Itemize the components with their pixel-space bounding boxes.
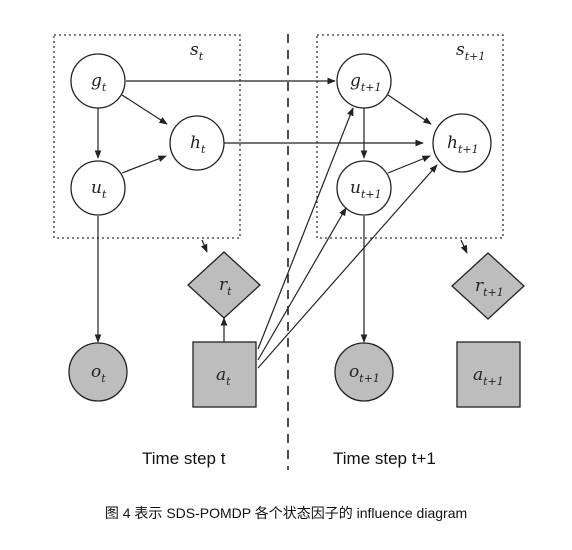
edge-a_t-to-h_t1 — [257, 164, 438, 369]
svg-text:ut+1: ut+1 — [350, 178, 382, 201]
node-r_t: rt — [187, 251, 261, 319]
state-label-t1: st+1 — [456, 40, 485, 63]
node-h_t: ht — [169, 115, 225, 171]
svg-text:at: at — [216, 365, 231, 388]
state-box-t — [53, 34, 241, 239]
edge-g_t-to-h_t — [121, 94, 168, 125]
edge-u_t1-to-h_t1 — [387, 155, 431, 174]
time-step-label-t1: Time step t+1 — [333, 449, 436, 468]
node-u_t1: ut+1 — [336, 160, 392, 216]
node-a_t1: at+1 — [456, 341, 521, 408]
svg-text:rt+1: rt+1 — [475, 276, 504, 299]
state-box-t1 — [316, 34, 504, 239]
edge-box-t-to-r_t — [200, 239, 208, 253]
svg-text:ot: ot — [91, 362, 106, 385]
edge-a_t-to-u_t1 — [257, 207, 347, 361]
svg-text:ht: ht — [190, 133, 206, 156]
svg-text:ut: ut — [91, 178, 107, 201]
svg-text:gt: gt — [91, 71, 107, 94]
svg-text:ht+1: ht+1 — [447, 133, 479, 156]
node-g_t1: gt+1 — [336, 53, 392, 109]
time-step-label-t: Time step t — [142, 449, 226, 468]
edge-g_t1-to-h_t1 — [387, 94, 432, 125]
svg-text:ot+1: ot+1 — [349, 362, 380, 385]
node-h_t1: ht+1 — [432, 113, 492, 173]
figure-caption: 图 4 表示 SDS-POMDP 各个状态因子的 influence diagr… — [104, 505, 468, 521]
edge-u_t-to-h_t — [121, 155, 167, 174]
svg-text:gt+1: gt+1 — [350, 71, 382, 94]
influence-diagram: st st+1 gt ht ut rt ot — [53, 34, 525, 470]
edge-a_t-to-g_t1 — [257, 107, 354, 350]
svg-text:rt: rt — [219, 275, 232, 298]
node-a_t: at — [192, 341, 257, 408]
edge-box-t1-to-r_t1 — [460, 239, 468, 254]
node-o_t1: ot+1 — [334, 342, 394, 402]
state-label-t: st — [190, 40, 204, 63]
svg-text:at+1: at+1 — [473, 365, 504, 388]
node-u_t: ut — [70, 160, 126, 216]
edges — [94, 77, 468, 369]
node-r_t1: rt+1 — [451, 252, 525, 320]
node-o_t: ot — [68, 342, 128, 402]
node-g_t: gt — [70, 53, 126, 109]
